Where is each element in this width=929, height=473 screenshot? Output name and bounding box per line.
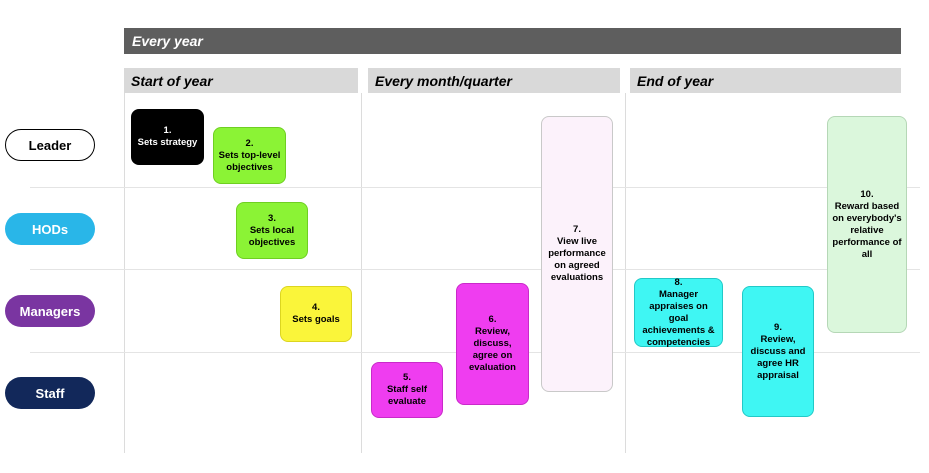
column-divider: [625, 93, 626, 453]
phase-start-of-year: Start of year: [124, 68, 358, 93]
step-number: 9.: [774, 321, 782, 333]
step-text: Sets strategy: [137, 137, 198, 148]
step-4-sets-goals: 4. Sets goals: [280, 286, 352, 342]
step-number: 7.: [573, 224, 581, 235]
step-6-review-discuss-agree: 6. Review, discuss, agree on evaluation: [456, 283, 529, 405]
role-label: Staff: [35, 385, 65, 401]
step-7-view-live-performance: 7. View live performance on agreed evalu…: [541, 116, 613, 392]
step-text: Reward based on everybody's relative per…: [832, 200, 902, 260]
row-divider: [30, 269, 920, 270]
step-3-sets-local-objectives: 3. Sets local objectives: [236, 202, 308, 259]
step-10-reward: 10. Reward based on everybody's relative…: [827, 116, 907, 333]
role-label: Leader: [28, 137, 72, 153]
step-number: 1.: [163, 125, 172, 136]
role-hods: HODs: [5, 213, 95, 245]
step-5-staff-self-evaluate: 5. Staff self evaluate: [371, 362, 443, 418]
role-managers: Managers: [5, 295, 95, 327]
row-divider: [30, 187, 920, 188]
phase-end-of-year: End of year: [630, 68, 901, 93]
step-text: Staff self evaluate: [386, 384, 428, 407]
phase-label: Start of year: [131, 73, 213, 89]
step-text: Sets top-level objectives: [218, 149, 281, 173]
every-year-header: Every year: [124, 28, 901, 54]
step-text: Sets local objectives: [248, 224, 296, 248]
step-number: 3.: [268, 212, 276, 224]
phase-label: Every month/quarter: [375, 73, 512, 89]
step-text: Review, discuss, agree on evaluation: [469, 326, 516, 373]
step-9-review-hr-appraisal: 9. Review, discuss and agree HR appraisa…: [742, 286, 814, 417]
step-8-manager-appraises: 8. Manager appraises on goal achievement…: [634, 276, 723, 348]
role-leader: Leader: [5, 129, 95, 161]
column-divider: [124, 93, 125, 453]
role-staff: Staff: [5, 377, 95, 409]
phase-label: End of year: [637, 73, 714, 89]
every-year-label: Every year: [132, 33, 203, 49]
step-number: 8.: [674, 276, 683, 288]
step-text: Manager appraises on goal achievements &…: [642, 288, 715, 348]
step-number: 5.: [403, 372, 411, 383]
column-divider: [361, 93, 362, 453]
step-number: 10.: [860, 188, 874, 200]
step-number: 4.: [312, 302, 320, 313]
role-label: Managers: [19, 303, 81, 319]
step-number: 2.: [245, 137, 254, 149]
step-text: Review, discuss and agree HR appraisal: [750, 333, 806, 381]
phase-every-month-quarter: Every month/quarter: [368, 68, 620, 93]
step-number: 6.: [488, 314, 497, 325]
role-label: HODs: [31, 221, 69, 237]
step-text: View live performance on agreed evaluati…: [548, 236, 606, 283]
step-1-sets-strategy: 1. Sets strategy: [131, 109, 204, 165]
step-text: Sets goals: [292, 314, 340, 325]
step-2-sets-top-level-objectives: 2. Sets top-level objectives: [213, 127, 286, 184]
